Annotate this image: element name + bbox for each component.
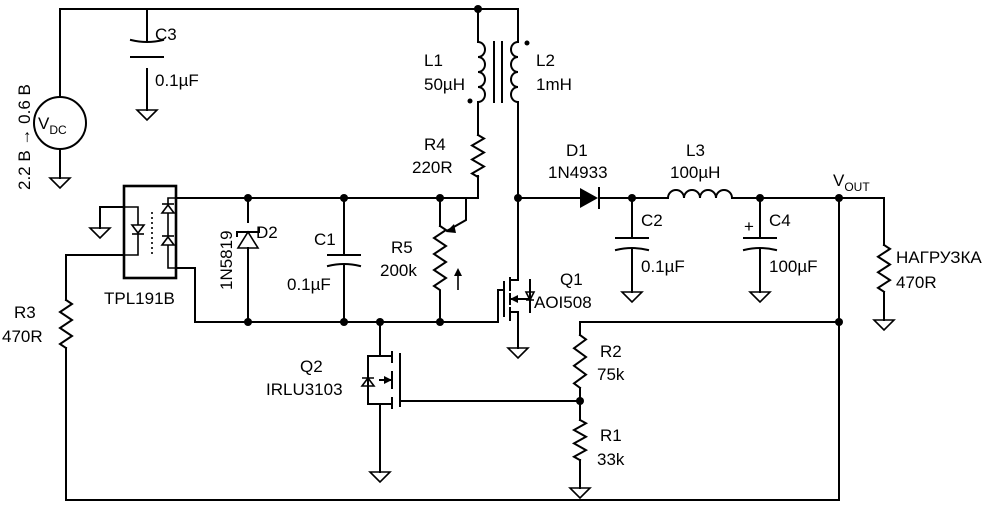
q1-ref: Q1 [560, 270, 583, 289]
source-symbol: V [38, 114, 50, 133]
c2-value: 0.1µF [641, 257, 685, 276]
d1-ref: D1 [566, 141, 588, 160]
capacitor-c1: C1 0.1µF [287, 230, 362, 294]
r1-value: 33k [597, 450, 625, 469]
q2-ref: Q2 [300, 357, 323, 376]
r5-ref: R5 [391, 238, 413, 257]
diode-d2: D2 1N5819 [217, 223, 278, 290]
r5-value: 200k [380, 261, 417, 280]
mosfet-q1: Q1 AOI508 [497, 270, 592, 321]
source-subscript: DC [49, 123, 67, 137]
vout-label: VOUT [833, 171, 870, 194]
coupled-inductor: L1 50µH L2 1mH [424, 40, 572, 104]
junctions [244, 5, 843, 405]
d2-ref: D2 [256, 223, 278, 242]
resistor-load: НАГРУЗКА 470R [876, 243, 982, 294]
r3-value: 470R [2, 327, 43, 346]
c4-polarity: + [744, 217, 754, 236]
capacitor-c2: C2 0.1µF [614, 211, 685, 276]
vout-subscript: OUT [844, 180, 870, 194]
l1-value: 50µH [424, 75, 465, 94]
d1-value: 1N4933 [548, 163, 608, 182]
r1-ref: R1 [600, 426, 622, 445]
d2-value: 1N5819 [217, 230, 236, 290]
r2-ref: R2 [600, 342, 622, 361]
r3-ref: R3 [14, 303, 36, 322]
c3-value: 0.1µF [155, 71, 199, 90]
c1-value: 0.1µF [287, 275, 331, 294]
mosfet-q2: Q2 IRLU3103 [266, 351, 404, 409]
r4-ref: R4 [424, 135, 446, 154]
load-value: 470R [896, 273, 937, 292]
r4-value: 220R [412, 158, 453, 177]
capacitor-c4: + C4 100µF [742, 211, 818, 276]
c4-ref: C4 [769, 211, 791, 230]
u1-ref: TPL191B [104, 289, 175, 308]
q2-value: IRLU3103 [266, 380, 343, 399]
svg-text:VOUT: VOUT [833, 171, 870, 194]
c4-value: 100µF [769, 257, 818, 276]
svg-text:VDC: VDC [38, 114, 67, 137]
diode-d1: D1 1N4933 [548, 141, 608, 209]
l1-ref: L1 [424, 51, 443, 70]
l2-ref: L2 [536, 51, 555, 70]
resistor-r1: R1 33k [571, 418, 625, 469]
q1-value: AOI508 [534, 293, 592, 312]
resistor-r3: R3 470R [2, 298, 74, 350]
c2-ref: C2 [641, 211, 663, 230]
l3-value: 100µH [670, 163, 720, 182]
l3-ref: L3 [686, 141, 705, 160]
load-ref: НАГРУЗКА [896, 248, 982, 267]
resistor-r4: R4 220R [412, 133, 486, 179]
source-voltage-label: 2.2 B → 0.6 B [15, 84, 34, 190]
vout-symbol: V [833, 171, 845, 190]
dc-source: VDC 2.2 B → 0.6 B [15, 84, 87, 190]
potentiometer-r5: R5 200k [380, 224, 462, 295]
l2-value: 1mH [536, 75, 572, 94]
r2-value: 75k [597, 365, 625, 384]
resistor-r2: R2 75k [572, 333, 625, 390]
ground-symbols [48, 109, 896, 500]
optocoupler-tpl191b: TPL191B [104, 184, 178, 308]
c3-ref: C3 [155, 25, 177, 44]
c1-ref: C1 [314, 230, 336, 249]
capacitor-c3: C3 0.1µF [129, 25, 199, 90]
inductor-l3: L3 100µH [666, 141, 734, 200]
